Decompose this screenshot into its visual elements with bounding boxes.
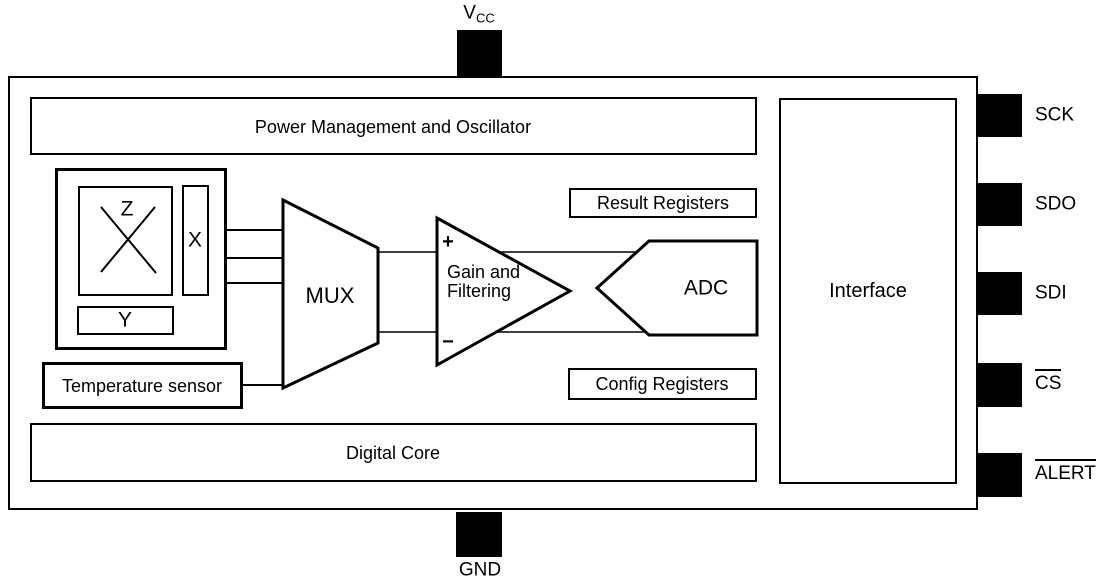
gain-label-line2: Filtering <box>447 281 512 301</box>
alert-pin-label: ALERT <box>1035 459 1096 483</box>
amp-plus-label: + <box>442 231 454 253</box>
power-management-label: Power Management and Oscillator <box>254 117 532 137</box>
x-axis-element <box>182 185 209 296</box>
vcc-pin-label: VCC <box>463 2 495 26</box>
gnd-pin <box>456 512 502 557</box>
alert-pin <box>978 453 1022 497</box>
cs-pin <box>978 363 1022 407</box>
config-registers-block <box>568 368 757 400</box>
alert-text: ALERT <box>1035 459 1096 483</box>
sensor-element-block <box>55 168 227 350</box>
sdo-pin <box>978 183 1022 226</box>
x-axis-label: X <box>187 228 203 252</box>
chip-outline <box>8 76 978 510</box>
power-management-block <box>30 97 757 155</box>
sck-pin-label: SCK <box>1035 104 1075 126</box>
adc-label: ADC <box>683 276 729 300</box>
z-axis-element <box>78 186 173 296</box>
sdi-pin-label: SDI <box>1035 282 1067 304</box>
y-axis-element <box>77 306 174 335</box>
cs-pin-label: CS <box>1035 369 1062 393</box>
vcc-subscript: CC <box>475 10 495 26</box>
sck-pin <box>978 94 1022 137</box>
temperature-sensor-label: Temperature sensor <box>61 376 223 396</box>
sdo-pin-label: SDO <box>1035 193 1077 215</box>
interface-block <box>779 98 957 484</box>
amp-minus-label: − <box>442 331 454 353</box>
digital-core-label: Digital Core <box>345 443 441 463</box>
vcc-pin <box>457 30 502 76</box>
gain-filtering-label: Gain and Filtering <box>447 263 520 301</box>
gain-label-line1: Gain and <box>447 262 521 282</box>
sdi-pin <box>978 272 1022 315</box>
gnd-pin-label: GND <box>458 559 502 581</box>
vcc-text: V <box>463 2 476 24</box>
mux-label: MUX <box>305 283 355 308</box>
z-axis-label: Z <box>120 197 134 221</box>
result-registers-block <box>569 188 757 218</box>
digital-core-block <box>30 423 757 482</box>
interface-label: Interface <box>829 280 907 302</box>
y-axis-label: Y <box>117 308 133 332</box>
config-registers-label: Config Registers <box>595 374 729 394</box>
cs-text: CS <box>1035 369 1062 393</box>
result-registers-label: Result Registers <box>596 193 730 213</box>
